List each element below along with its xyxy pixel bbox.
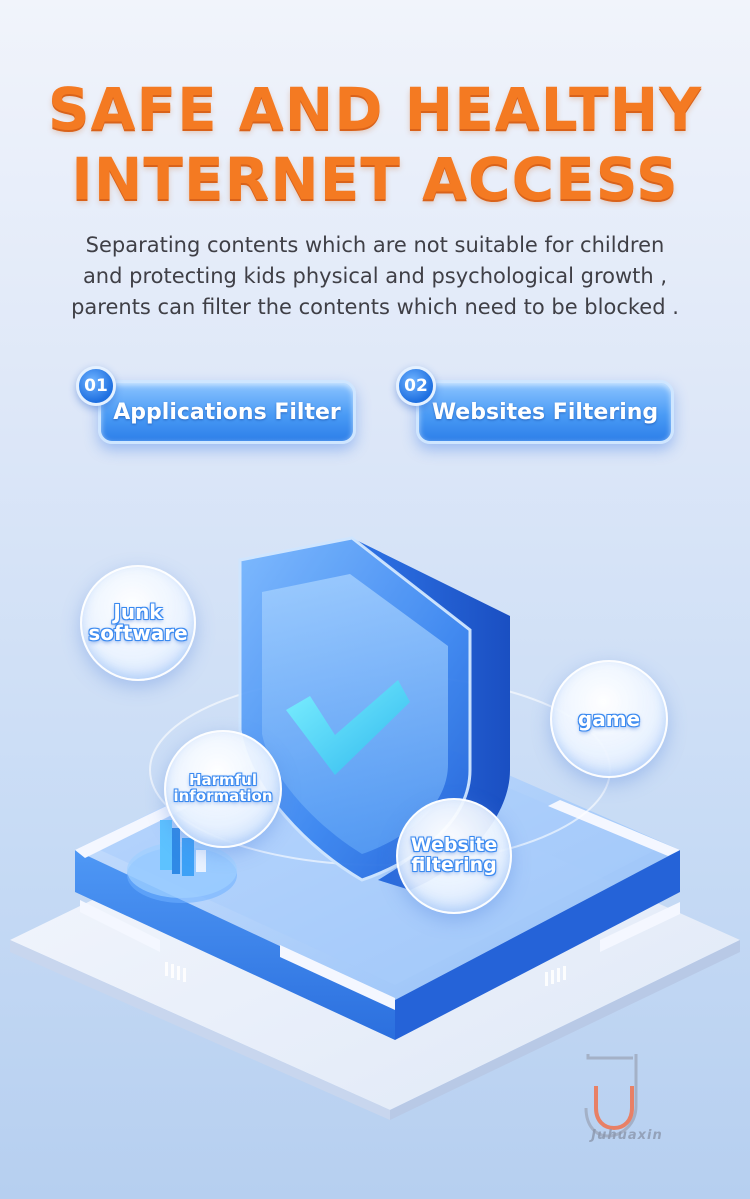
feature-label: Websites Filtering — [431, 399, 659, 425]
subtitle-line: and protecting kids physical and psychol… — [82, 264, 668, 288]
bubble-label: Harmful — [188, 771, 258, 790]
feature-number-badge: 02 — [396, 366, 436, 406]
page-title-line-2: INTERNET ACCESS — [71, 145, 679, 213]
bubble-junk-software: Junk software — [80, 565, 196, 681]
bubble-label: information — [173, 787, 273, 805]
feature-label: Applications Filter — [113, 399, 341, 425]
bubble-label: filtering — [411, 854, 497, 876]
subtitle: Separating contents which are not suitab… — [40, 230, 710, 323]
bubble-game: game — [550, 660, 668, 778]
security-illustration — [10, 536, 740, 1120]
bar-chart-icon — [127, 820, 237, 903]
bubble-label: Website — [410, 834, 498, 857]
subtitle-line: Separating contents which are not suitab… — [85, 233, 665, 257]
feature-applications-filter: Applications Filter — [98, 380, 356, 444]
page-title-line-1: SAFE AND HEALTHY — [47, 75, 703, 143]
bubble-website-filtering: Website filtering — [396, 798, 512, 914]
bubble-label: Junk — [113, 600, 163, 624]
feature-number-badge: 01 — [76, 366, 116, 406]
subtitle-line: parents can filter the contents which ne… — [71, 295, 679, 319]
feature-websites-filtering: Websites Filtering — [416, 380, 674, 444]
juhuaxin-logo-icon — [584, 1054, 638, 1138]
bubble-label: software — [88, 621, 188, 645]
bubble-harmful-information: Harmful information — [164, 730, 282, 848]
bubble-label: game — [577, 706, 641, 731]
brand-watermark: Juhuaxin — [591, 1128, 663, 1143]
